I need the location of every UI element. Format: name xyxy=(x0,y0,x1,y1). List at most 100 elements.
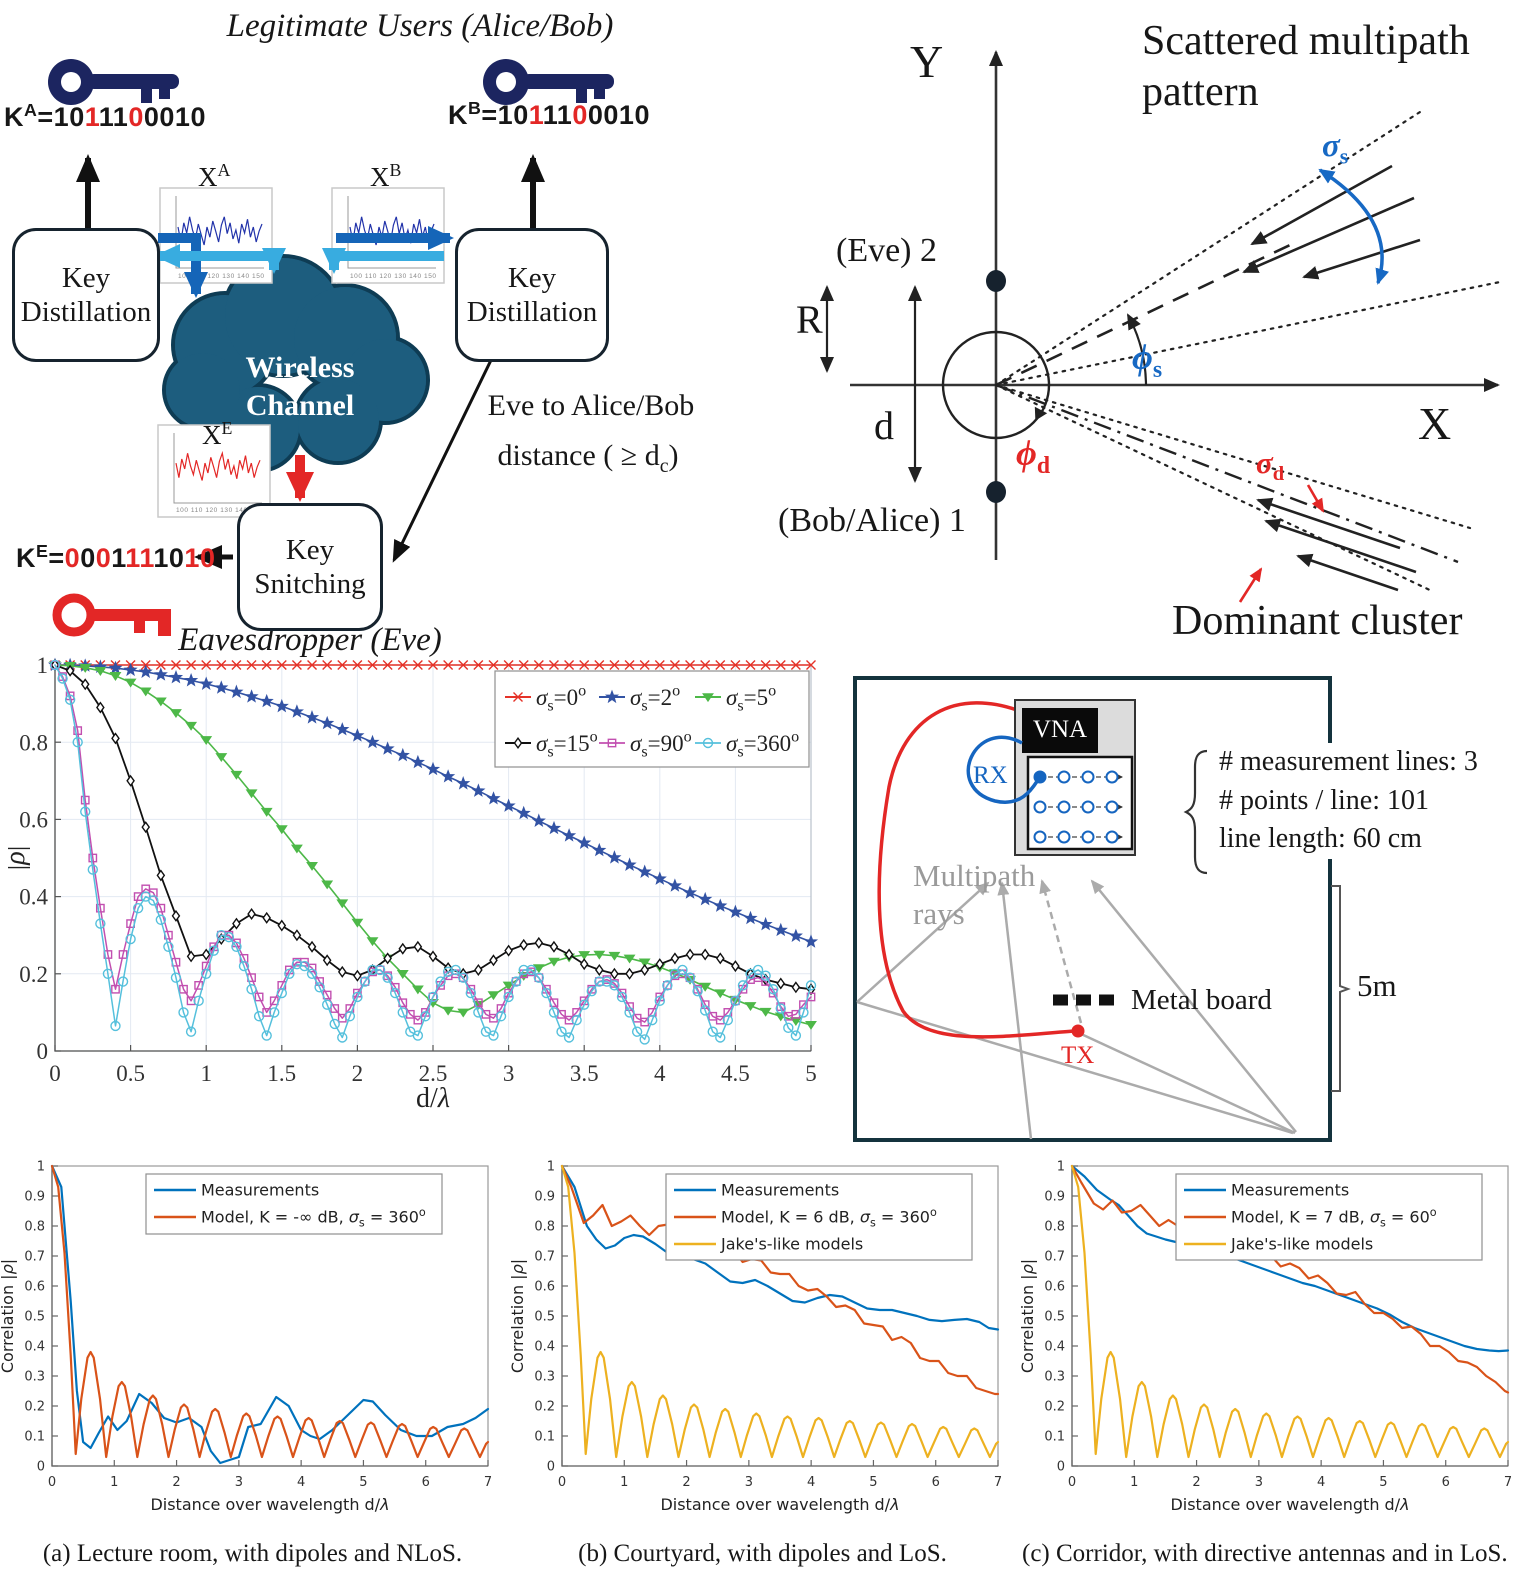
svg-text:1: 1 xyxy=(547,1160,555,1175)
dominant-cone-dotted-lines xyxy=(994,383,1472,594)
scattered-cone-centerline xyxy=(995,243,1291,387)
cloud-label-line2: Channel xyxy=(245,389,355,422)
caption-a: (a) Lecture room, with dipoles and NLoS. xyxy=(42,1540,463,1567)
svg-text:Distance over wavelength d/λ: Distance over wavelength d/λ xyxy=(1170,1495,1409,1514)
svg-text:2.5: 2.5 xyxy=(419,1061,448,1086)
svg-text:1: 1 xyxy=(110,1475,118,1490)
svg-text:σs=2o: σs=2o xyxy=(630,683,680,715)
dominant-cluster-label: Dominant cluster xyxy=(1172,598,1463,644)
svg-text:0.9: 0.9 xyxy=(1044,1190,1065,1205)
rx-cable-loop xyxy=(966,735,1042,804)
key-a-value: KA=1011100010 xyxy=(4,100,206,132)
svg-text:σs=5o: σs=5o xyxy=(726,683,776,715)
legitimate-users-title: Legitimate Users (Alice/Bob) xyxy=(226,8,614,44)
svg-text:0.5: 0.5 xyxy=(1044,1310,1065,1325)
svg-text:0.9: 0.9 xyxy=(24,1190,45,1205)
svg-text:Model, K = 6 dB, σs = 360o: Model, K = 6 dB, σs = 360o xyxy=(721,1206,937,1229)
eve-distance-line2: distance ( ≥ dc) xyxy=(497,439,679,477)
svg-text:σs=90o: σs=90o xyxy=(630,729,692,761)
svg-text:0.5: 0.5 xyxy=(24,1310,45,1325)
svg-text:0.8: 0.8 xyxy=(1044,1220,1065,1235)
svg-text:1.5: 1.5 xyxy=(267,1061,296,1086)
dominant-cluster-rays xyxy=(1256,497,1417,592)
svg-text:0: 0 xyxy=(1068,1475,1076,1490)
svg-text:4: 4 xyxy=(297,1475,305,1490)
setup-shapes xyxy=(853,676,1351,1142)
eve-position-dot xyxy=(986,270,1006,292)
svg-text:0: 0 xyxy=(48,1475,56,1490)
svg-text:0.3: 0.3 xyxy=(1044,1370,1065,1385)
svg-text:5: 5 xyxy=(869,1475,877,1490)
svg-text:0.2: 0.2 xyxy=(19,962,48,987)
xb-mini-ticks: 100 110 120 130 140 150 xyxy=(350,273,436,280)
d-label: d xyxy=(874,403,894,448)
caption-c: (c) Corridor, with directive antennas an… xyxy=(1022,1540,1508,1567)
svg-text:0.4: 0.4 xyxy=(1044,1340,1065,1355)
correlation-chart: 00.511.522.533.544.5500.20.40.60.81d/λ|ρ… xyxy=(8,655,838,1155)
svg-text:0.1: 0.1 xyxy=(24,1430,45,1445)
svg-text:5: 5 xyxy=(359,1475,367,1490)
svg-text:Measurements: Measurements xyxy=(1231,1180,1349,1199)
svg-text:Distance over wavelength d/λ: Distance over wavelength d/λ xyxy=(150,1495,389,1514)
key-snitching-label: Key Snitching xyxy=(254,533,366,600)
measurement-setup-diagram: VNA RX TX Metal board Multipath rays # m… xyxy=(835,655,1527,1150)
alice-key-icon xyxy=(48,59,179,105)
svg-text:0.3: 0.3 xyxy=(24,1370,45,1385)
svg-text:0.5: 0.5 xyxy=(534,1310,555,1325)
geometry-shapes xyxy=(820,50,1502,603)
tx-cable xyxy=(877,701,1076,1039)
measurement-specs: # measurement lines: 3 # points / line: … xyxy=(1215,743,1482,859)
svg-text:0: 0 xyxy=(37,1039,49,1064)
xe-mini-chart: 100 110 120 130 140 150 xyxy=(157,424,271,518)
svg-text:Correlation |ρ|: Correlation |ρ| xyxy=(0,1259,17,1373)
svg-text:Model, K = 7 dB, σs = 60o: Model, K = 7 dB, σs = 60o xyxy=(1231,1206,1437,1229)
metal-board-label: Metal board xyxy=(1131,984,1272,1016)
bob-channel-arrow-light xyxy=(322,248,444,274)
key-exchange-shapes: 100 110 120 130 140 150 100 110 120 130 … xyxy=(48,59,614,637)
xb-title: XB xyxy=(370,160,402,192)
bob-key-icon xyxy=(483,59,614,105)
svg-text:4: 4 xyxy=(1317,1475,1325,1490)
svg-text:7: 7 xyxy=(484,1475,492,1490)
svg-text:5: 5 xyxy=(805,1061,817,1086)
svg-text:Correlation |ρ|: Correlation |ρ| xyxy=(1020,1259,1037,1373)
svg-text:0.2: 0.2 xyxy=(534,1400,555,1415)
alice-channel-arrow-light xyxy=(154,244,286,274)
key-b-value: KB=1011100010 xyxy=(448,98,650,130)
svg-text:1: 1 xyxy=(37,655,49,678)
svg-text:2: 2 xyxy=(352,1061,364,1086)
svg-text:7: 7 xyxy=(994,1475,1002,1490)
svg-text:4: 4 xyxy=(654,1061,666,1086)
svg-text:Measurements: Measurements xyxy=(721,1180,839,1199)
svg-text:0.1: 0.1 xyxy=(1044,1430,1065,1445)
svg-text:2: 2 xyxy=(172,1475,180,1490)
scattered-cone-dotted-lines xyxy=(994,110,1502,387)
y-axis-label: Y xyxy=(910,36,944,87)
svg-text:σs=360o: σs=360o xyxy=(726,729,799,761)
key-snitching-box: Key Snitching xyxy=(237,503,383,631)
eve-distance-line1: Eve to Alice/Bob xyxy=(487,389,695,422)
r-label: R xyxy=(796,297,823,342)
svg-text:0.5: 0.5 xyxy=(116,1061,145,1086)
svg-text:Jake's-like models: Jake's-like models xyxy=(1230,1234,1373,1253)
svg-text:0.2: 0.2 xyxy=(1044,1400,1065,1415)
tx-dot xyxy=(1071,1024,1085,1038)
sigma-s-spread-arrow xyxy=(1318,168,1389,285)
tx-label: TX xyxy=(1061,1042,1095,1069)
vna-box xyxy=(1022,708,1098,753)
svg-text:0: 0 xyxy=(1057,1460,1065,1475)
svg-text:0.1: 0.1 xyxy=(534,1430,555,1445)
svg-text:5: 5 xyxy=(1379,1475,1387,1490)
svg-text:d/λ: d/λ xyxy=(416,1083,450,1114)
phi-s-label: ϕs xyxy=(1132,337,1163,384)
key-distillation-box-bob: Key Distillation xyxy=(455,228,609,362)
svg-text:3.5: 3.5 xyxy=(570,1061,599,1086)
key-exchange-diagram: 100 110 120 130 140 150 100 110 120 130 … xyxy=(0,0,840,658)
svg-text:0: 0 xyxy=(547,1460,555,1475)
svg-text:0.7: 0.7 xyxy=(24,1250,45,1265)
svg-text:0.4: 0.4 xyxy=(534,1340,555,1355)
xa-mini-ticks: 100 110 120 130 140 150 xyxy=(178,273,264,280)
svg-text:0: 0 xyxy=(37,1460,45,1475)
